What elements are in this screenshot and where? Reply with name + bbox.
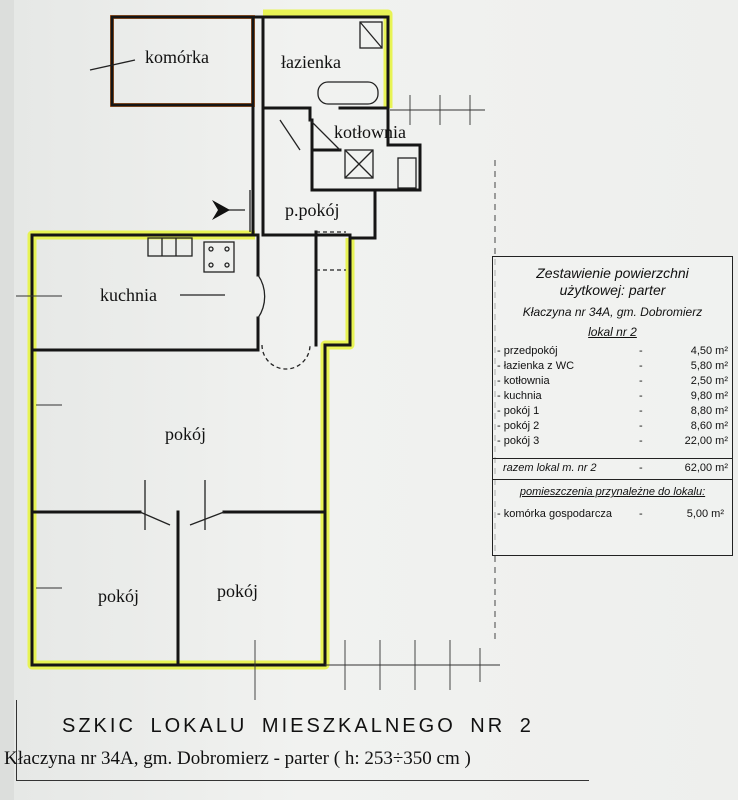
- row-value: 22,00 m²: [684, 435, 728, 447]
- highlighter-outline: [27, 9, 393, 670]
- row-name: - kotłownia: [497, 375, 550, 387]
- row-dash: -: [639, 375, 643, 387]
- total-dash: -: [639, 462, 643, 474]
- row-dash: -: [639, 345, 643, 357]
- summary-lokal: lokal nr 2: [588, 325, 637, 339]
- summary-row: - pokój 2 - 8,60 m²: [493, 420, 732, 435]
- row-dash: -: [639, 405, 643, 417]
- summary-row: - kotłownia - 2,50 m²: [493, 375, 732, 390]
- row-value: 2,50 m²: [690, 375, 728, 387]
- row-value: 8,80 m²: [690, 405, 728, 417]
- room-label-kuchnia: kuchnia: [100, 285, 157, 305]
- paper-fold: [0, 0, 14, 800]
- room-label-komorka: komórka: [145, 47, 209, 67]
- entrance-arrow: [212, 200, 230, 220]
- room-label-pokoj-right: pokój: [217, 581, 259, 601]
- summary-address: Kłaczyna nr 34A, gm. Dobromierz: [522, 305, 703, 319]
- summary-row: - pokój 1 - 8,80 m²: [493, 405, 732, 420]
- extra-value: 5,00 m²: [686, 508, 724, 520]
- total-value: 62,00 m²: [684, 462, 728, 474]
- summary-row: - kuchnia - 9,80 m²: [493, 390, 732, 405]
- total-label: razem lokal m. nr 2: [503, 462, 597, 474]
- extra-name: - komórka gospodarcza: [497, 508, 612, 520]
- summary-row: - przedpokój - 4,50 m²: [493, 345, 732, 360]
- room-label-pokoj-main: pokój: [165, 424, 207, 444]
- area-summary-table: Zestawienie powierzchni użytkowej: parte…: [492, 256, 733, 556]
- walls: [30, 15, 422, 667]
- row-value: 8,60 m²: [690, 420, 728, 432]
- summary-row: - łazienka z WC - 5,80 m²: [493, 360, 732, 375]
- summary-title-line1: Zestawienie powierzchni: [536, 265, 689, 281]
- summary-rows: - przedpokój - 4,50 m² - łazienka z WC - 5,8…: [493, 345, 732, 450]
- row-name: - pokój 2: [497, 420, 540, 432]
- row-dash: -: [639, 435, 643, 447]
- belonging-title: pomieszczenia przynależne do lokalu:: [519, 486, 706, 498]
- row-name: - pokój 3: [497, 435, 540, 447]
- row-dash: -: [639, 390, 643, 402]
- title-box: [16, 700, 589, 781]
- room-label-kotlownia: kotłownia: [334, 122, 406, 142]
- row-name: - łazienka z WC: [497, 360, 575, 372]
- sketch-subtitle: Kłaczyna nr 34A, gm. Dobromierz - parter…: [4, 748, 471, 769]
- row-dash: -: [639, 360, 643, 372]
- row-value: 5,80 m²: [690, 360, 728, 372]
- fixtures: [89, 21, 417, 530]
- sketch-title: SZKIC LOKALU MIESZKALNEGO NR 2: [62, 715, 534, 737]
- room-label-pokoj-left: pokój: [98, 586, 140, 606]
- row-name: - kuchnia: [497, 390, 542, 402]
- extra-row: - komórka gospodarcza - 5,00 m²: [493, 508, 732, 526]
- row-value: 4,50 m²: [690, 345, 728, 357]
- room-label-przedpokoj: p.pokój: [285, 200, 340, 220]
- extra-dash: -: [639, 508, 643, 520]
- row-name: - pokój 1: [497, 405, 540, 417]
- dimension-lines: [16, 95, 500, 700]
- summary-title-line2: użytkowej: parter: [559, 282, 666, 298]
- summary-total-row: razem lokal m. nr 2 - 62,00 m²: [493, 458, 732, 480]
- row-dash: -: [639, 420, 643, 432]
- room-label-lazienka: łazienka: [281, 52, 341, 72]
- row-value: 9,80 m²: [690, 390, 728, 402]
- summary-row: - pokój 3 - 22,00 m²: [493, 435, 732, 450]
- row-name: - przedpokój: [497, 345, 558, 357]
